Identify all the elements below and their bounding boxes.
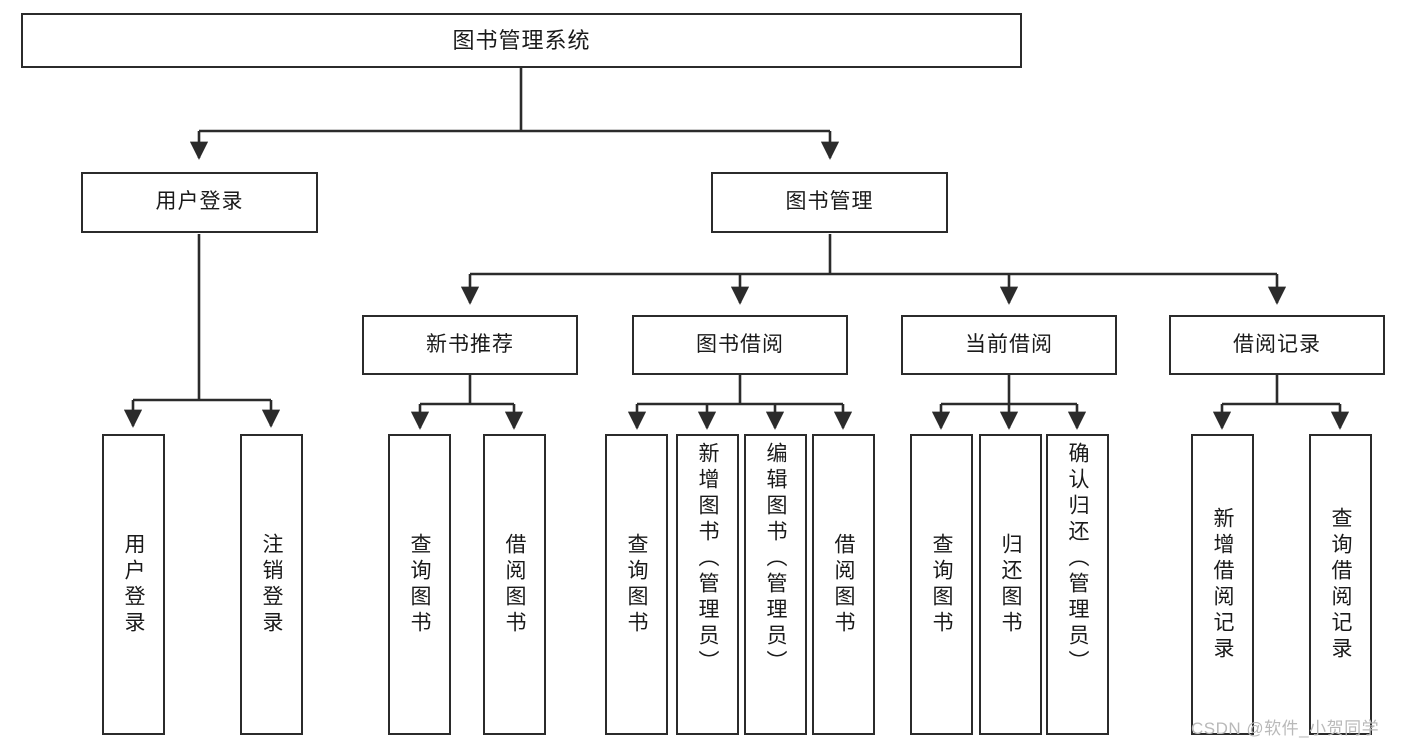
node-label: 查询图书	[408, 532, 431, 637]
node-new-book-recommend[interactable]: 新书推荐	[362, 315, 578, 375]
leaf-current-borrow-confirm-return-admin[interactable]: 确认归还（管理员）	[1046, 434, 1109, 735]
node-label: 归还图书	[999, 532, 1022, 637]
node-label: 注销登录	[260, 532, 283, 637]
leaf-user-login-logout[interactable]: 注销登录	[240, 434, 303, 735]
node-borrow-record[interactable]: 借阅记录	[1169, 315, 1385, 375]
leaf-borrow-record-query-record[interactable]: 查询借阅记录	[1309, 434, 1372, 735]
node-label: 新增图书（管理员）	[696, 442, 719, 676]
leaf-book-borrow-query-book[interactable]: 查询图书	[605, 434, 668, 735]
node-label: 图书管理系统	[452, 27, 591, 53]
node-label: 确认归还（管理员）	[1066, 442, 1089, 676]
leaf-borrow-record-add-record[interactable]: 新增借阅记录	[1191, 434, 1254, 735]
node-current-borrow[interactable]: 当前借阅	[901, 315, 1117, 375]
node-label: 用户登录	[122, 532, 145, 637]
leaf-new-book-borrow-book[interactable]: 借阅图书	[483, 434, 546, 735]
node-user-login[interactable]: 用户登录	[81, 172, 318, 233]
node-root-book-management-system[interactable]: 图书管理系统	[21, 13, 1022, 68]
leaf-current-borrow-return-book[interactable]: 归还图书	[979, 434, 1042, 735]
node-label: 图书借阅	[696, 332, 784, 356]
node-label: 查询图书	[930, 532, 953, 637]
node-label: 当前借阅	[965, 332, 1053, 356]
node-label: 借阅图书	[832, 532, 855, 637]
leaf-new-book-query-book[interactable]: 查询图书	[388, 434, 451, 735]
leaf-book-borrow-edit-book-admin[interactable]: 编辑图书（管理员）	[744, 434, 807, 735]
leaf-user-login-login[interactable]: 用户登录	[102, 434, 165, 735]
leaf-book-borrow-borrow-book[interactable]: 借阅图书	[812, 434, 875, 735]
node-label: 用户登录	[155, 190, 244, 214]
leaf-current-borrow-query-book[interactable]: 查询图书	[910, 434, 973, 735]
node-label: 图书管理	[785, 190, 874, 214]
leaf-book-borrow-add-book-admin[interactable]: 新增图书（管理员）	[676, 434, 739, 735]
node-label: 借阅记录	[1233, 332, 1321, 356]
node-label: 新增借阅记录	[1211, 506, 1234, 663]
node-book-borrow[interactable]: 图书借阅	[632, 315, 848, 375]
node-label: 查询借阅记录	[1329, 506, 1352, 663]
node-label: 编辑图书（管理员）	[764, 442, 787, 676]
node-label: 查询图书	[625, 532, 648, 637]
watermark-text: CSDN @软件_小贺同学	[1191, 719, 1380, 738]
node-label: 借阅图书	[503, 532, 526, 637]
node-label: 新书推荐	[426, 332, 514, 356]
node-book-management[interactable]: 图书管理	[711, 172, 948, 233]
